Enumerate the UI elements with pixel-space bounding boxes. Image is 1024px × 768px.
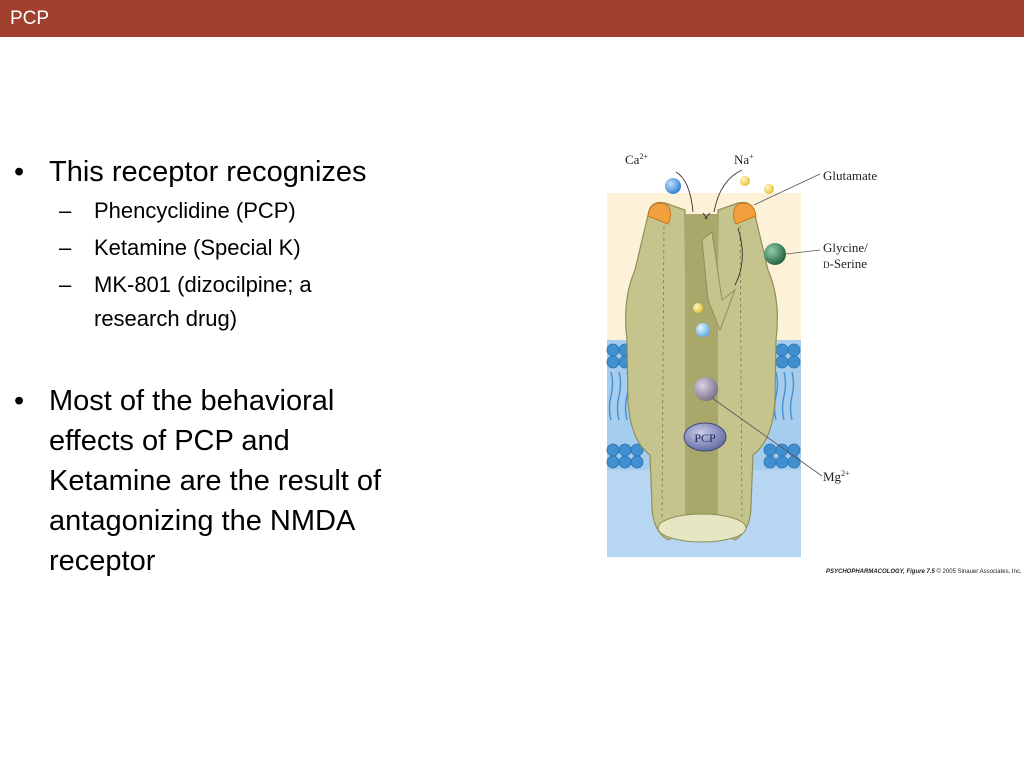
sub-bullet-1: – Phencyclidine (PCP): [14, 192, 454, 229]
receptor-right-subunit: [714, 201, 778, 541]
label-sodium: Na+: [734, 152, 754, 167]
dash-symbol: –: [59, 198, 72, 223]
label-magnesium: Mg2+: [823, 469, 850, 484]
label-calcium: Ca2+: [625, 152, 648, 167]
sodium-ion-1: [740, 176, 750, 186]
title-bar: PCP: [0, 0, 1024, 37]
label-serine: D-Serine: [823, 256, 867, 271]
dash-symbol: –: [59, 235, 72, 260]
calcium-ion: [665, 178, 681, 194]
sub-bullet-3-cont: research drug): [14, 300, 454, 337]
gate-flap: [701, 231, 737, 332]
bullet-text-line: Ketamine are the result of: [49, 465, 382, 497]
bullet-text-line: effects of PCP and: [49, 425, 290, 457]
sub-bullet-text: Phencyclidine (PCP): [94, 198, 296, 223]
sub-bullet-text: research drug): [94, 306, 238, 331]
receptor-left-subunit: [625, 201, 689, 541]
bullet-text: This receptor recognizes: [49, 156, 367, 188]
label-pcp: PCP: [694, 431, 716, 445]
bullet-text-line: receptor: [49, 545, 156, 577]
bullet-symbol: •: [14, 385, 25, 417]
bullet-text-line: Most of the behavioral: [49, 385, 335, 417]
dash-symbol: –: [59, 272, 72, 297]
bullet-item-1: • This receptor recognizes: [14, 152, 454, 192]
glycine-site: [764, 243, 786, 265]
caption-credit: © 2005 Sinauer Associates, Inc.: [936, 569, 1022, 575]
label-glycine: Glycine/: [823, 240, 868, 255]
ion-arrows: [675, 169, 743, 286]
channel-bottom: [657, 513, 747, 543]
sub-bullet-text: Ketamine (Special K): [94, 235, 301, 260]
sodium-ion-in-pore: [693, 303, 703, 313]
sub-bullet-text: MK-801 (dizocilpine; a: [94, 272, 312, 297]
leader-lines: [711, 173, 823, 477]
glutamate-site-left: [647, 202, 672, 225]
bullet-list: • This receptor recognizes – Phencyclidi…: [14, 152, 454, 581]
bullet-symbol: •: [14, 156, 25, 188]
slide-title: PCP: [10, 8, 50, 29]
calcium-ion-in-pore: [696, 323, 710, 337]
pcp-molecule: [683, 422, 727, 452]
magnesium-ion: [694, 377, 718, 401]
sub-bullet-2: – Ketamine (Special K): [14, 229, 454, 266]
bullet-item-2: • Most of the behavioral effects of PCP …: [14, 381, 454, 581]
sub-bullet-3: – MK-801 (dizocilpine; a: [14, 266, 454, 303]
figure-caption: PSYCHOPHARMACOLOGY, Figure 7.5 © 2005 Si…: [826, 569, 1022, 575]
label-glutamate: Glutamate: [823, 168, 877, 183]
nmda-receptor-figure: Ca2+ Na+ Glutamate Glycine/ D-Serine PCP…: [606, 152, 877, 557]
sodium-ion-2: [764, 184, 774, 194]
caption-title: PSYCHOPHARMACOLOGY, Figure 7.5: [826, 569, 935, 575]
bullet-text-line: antagonizing the NMDA: [49, 505, 356, 537]
glutamate-site-right: [732, 202, 757, 225]
